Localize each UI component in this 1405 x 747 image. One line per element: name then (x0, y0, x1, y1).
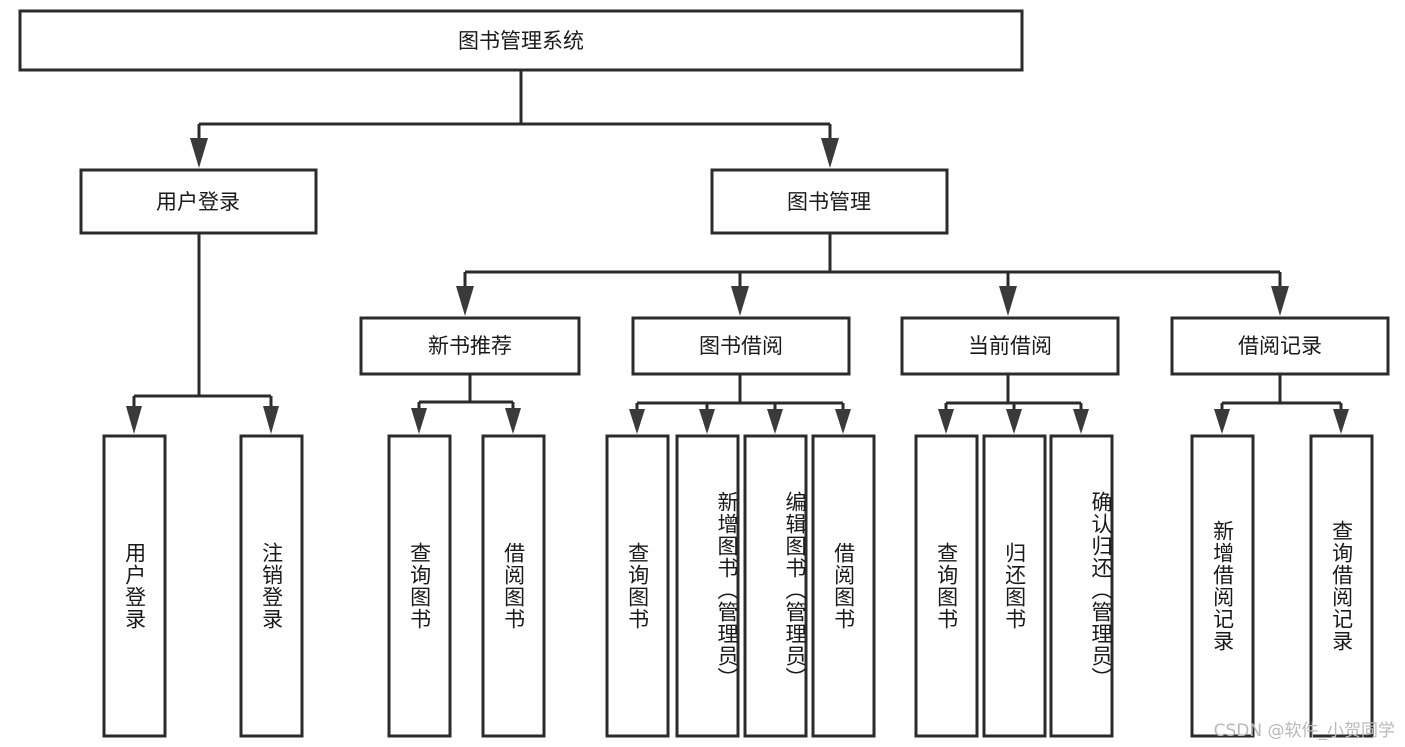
node-user-login[interactable]: 用户登录 (79, 168, 318, 235)
node-root-label: 图书管理系统 (458, 29, 584, 53)
node-book-manage[interactable]: 图书管理 (710, 168, 949, 235)
node-book-manage-label: 图书管理 (787, 190, 871, 214)
leaf-add-record-box[interactable] (1190, 434, 1255, 738)
arrow-head-leaf-return-book (1006, 409, 1022, 434)
leaf-query-book-2-box[interactable] (605, 434, 670, 738)
leaf-borrow-book-1-box[interactable] (481, 434, 546, 738)
arrow-head-book-borrow (731, 286, 749, 316)
leaf-logout-box[interactable] (239, 434, 304, 738)
connector-group-current-borrow-to-leaves (938, 374, 1089, 434)
node-borrow-record-label: 借阅记录 (1238, 334, 1322, 358)
node-current-borrow-label: 当前借阅 (968, 334, 1052, 358)
leaf-query-book-3-box[interactable] (914, 434, 979, 738)
leaf-user-login-box[interactable] (102, 434, 167, 738)
node-new-book-recommend-label: 新书推荐 (428, 334, 512, 358)
arrow-head-leaf-query-book-2 (629, 409, 645, 434)
node-book-borrow[interactable]: 图书借阅 (631, 316, 851, 376)
node-book-manage-box[interactable] (710, 168, 949, 235)
leaf-borrow-book-2-box[interactable] (811, 434, 876, 738)
leaf-boxes (102, 434, 1374, 738)
arrow-head-current-borrow (999, 286, 1017, 316)
arrow-head-leaf-confirm-return (1073, 409, 1089, 434)
connector-group-root-to-level2 (190, 70, 839, 168)
arrow-head-leaf-query-book-1 (411, 408, 427, 434)
node-current-borrow-box[interactable] (900, 316, 1120, 376)
arrow-head-leaf-add-record (1214, 409, 1230, 434)
arrow-head-user-login (190, 138, 208, 168)
csdn-watermark: CSDN @软件_小贺同学 (1213, 721, 1395, 741)
node-borrow-record[interactable]: 借阅记录 (1170, 316, 1390, 376)
node-book-borrow-box[interactable] (631, 316, 851, 376)
connector-group-book-borrow-to-leaves (629, 374, 851, 434)
arrow-head-leaf-borrow-book-2 (835, 409, 851, 434)
connector-group-new-book-recommend-to-leaves (411, 374, 521, 434)
arrow-head-leaf-query-record (1333, 409, 1349, 434)
arrow-head-leaf-query-book-3 (938, 409, 954, 434)
connector-group-book-manage-to-level3 (456, 233, 1289, 316)
node-user-login-box[interactable] (79, 168, 318, 235)
leaf-return-book-box[interactable] (982, 434, 1047, 738)
leaf-query-book-1-box[interactable] (387, 434, 452, 738)
node-new-book-recommend-box[interactable] (359, 316, 581, 376)
node-root-box[interactable] (18, 9, 1024, 72)
arrow-head-leaf-add-book (699, 409, 715, 434)
node-user-login-label: 用户登录 (156, 190, 240, 214)
node-current-borrow[interactable]: 当前借阅 (900, 316, 1120, 376)
arrow-head-book-manage (821, 138, 839, 168)
arrow-head-leaf-edit-book (767, 409, 783, 434)
node-book-borrow-label: 图书借阅 (699, 334, 783, 358)
connector-group-borrow-record-to-leaves (1214, 374, 1349, 434)
connector-group-user-login-to-leaves (126, 233, 279, 434)
node-new-book-recommend[interactable]: 新书推荐 (359, 316, 581, 376)
leaf-add-book-box[interactable] (675, 434, 740, 738)
node-borrow-record-box[interactable] (1170, 316, 1390, 376)
arrow-head-borrow-record (1271, 286, 1289, 316)
arrow-head-new-book-recommend (456, 286, 474, 316)
node-root[interactable]: 图书管理系统 (18, 9, 1024, 72)
leaf-edit-book-box[interactable] (743, 434, 808, 738)
leaf-query-record-box[interactable] (1309, 434, 1374, 738)
arrow-head-leaf-user-login (126, 406, 142, 434)
arrow-head-leaf-borrow-book-1 (505, 408, 521, 434)
arrow-head-leaf-logout (263, 406, 279, 434)
leaf-confirm-return-box[interactable] (1049, 434, 1114, 738)
